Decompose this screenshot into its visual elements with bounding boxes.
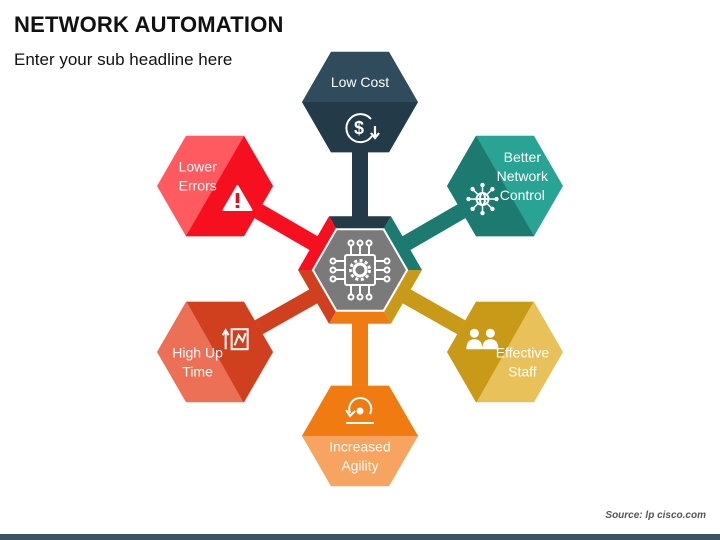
center-segment bbox=[383, 270, 422, 324]
node-label-line: Time bbox=[182, 363, 213, 379]
node-hexagon-band bbox=[302, 102, 418, 153]
node-hexagon-band bbox=[186, 135, 273, 237]
node-label-line: Agility bbox=[341, 458, 378, 474]
uptime-chart-icon bbox=[221, 328, 249, 351]
center-segment bbox=[329, 310, 391, 324]
node-high-up-time: High Up Time bbox=[157, 301, 273, 403]
dollar-refresh-icon: $ bbox=[345, 113, 380, 144]
center-segment bbox=[383, 216, 422, 270]
chip-gear-icon bbox=[329, 239, 391, 301]
center-hub bbox=[298, 216, 422, 324]
node-label-line: Network bbox=[497, 168, 549, 184]
page-title: NETWORK AUTOMATION bbox=[14, 12, 284, 37]
network-globe-icon bbox=[466, 182, 499, 216]
node-hexagon-band bbox=[447, 135, 534, 237]
node-label-line: Low Cost bbox=[331, 74, 389, 90]
node-label-line: Lower bbox=[179, 158, 217, 174]
node-hexagon-band bbox=[186, 301, 273, 403]
warning-icon bbox=[222, 185, 253, 212]
node-label-line: Effective bbox=[496, 344, 550, 360]
node-label-line: Better bbox=[504, 149, 542, 165]
center-segment bbox=[298, 216, 337, 270]
node-hexagon-band bbox=[447, 301, 534, 403]
benefit-nodes: $ Low CostBetterNetworkControlEffectiveSt… bbox=[157, 51, 563, 487]
footer-bar bbox=[0, 534, 720, 540]
node-label-line: Staff bbox=[508, 363, 537, 379]
center-hexagon bbox=[311, 228, 409, 312]
node-label-line: Control bbox=[500, 187, 545, 203]
agility-cycle-icon bbox=[345, 396, 374, 424]
source-note: Source: lp cisco.com bbox=[605, 510, 706, 521]
staff-icon bbox=[466, 328, 499, 350]
node-label-line: Errors bbox=[179, 177, 217, 193]
node-label-line: High Up bbox=[172, 344, 223, 360]
svg-text:$: $ bbox=[354, 118, 364, 138]
center-segment bbox=[298, 270, 337, 324]
center-segment bbox=[329, 216, 391, 230]
node-label-line: Increased bbox=[329, 439, 390, 455]
page-subtitle: Enter your sub headline here bbox=[14, 50, 233, 69]
node-low-cost: $ Low Cost bbox=[302, 51, 418, 153]
